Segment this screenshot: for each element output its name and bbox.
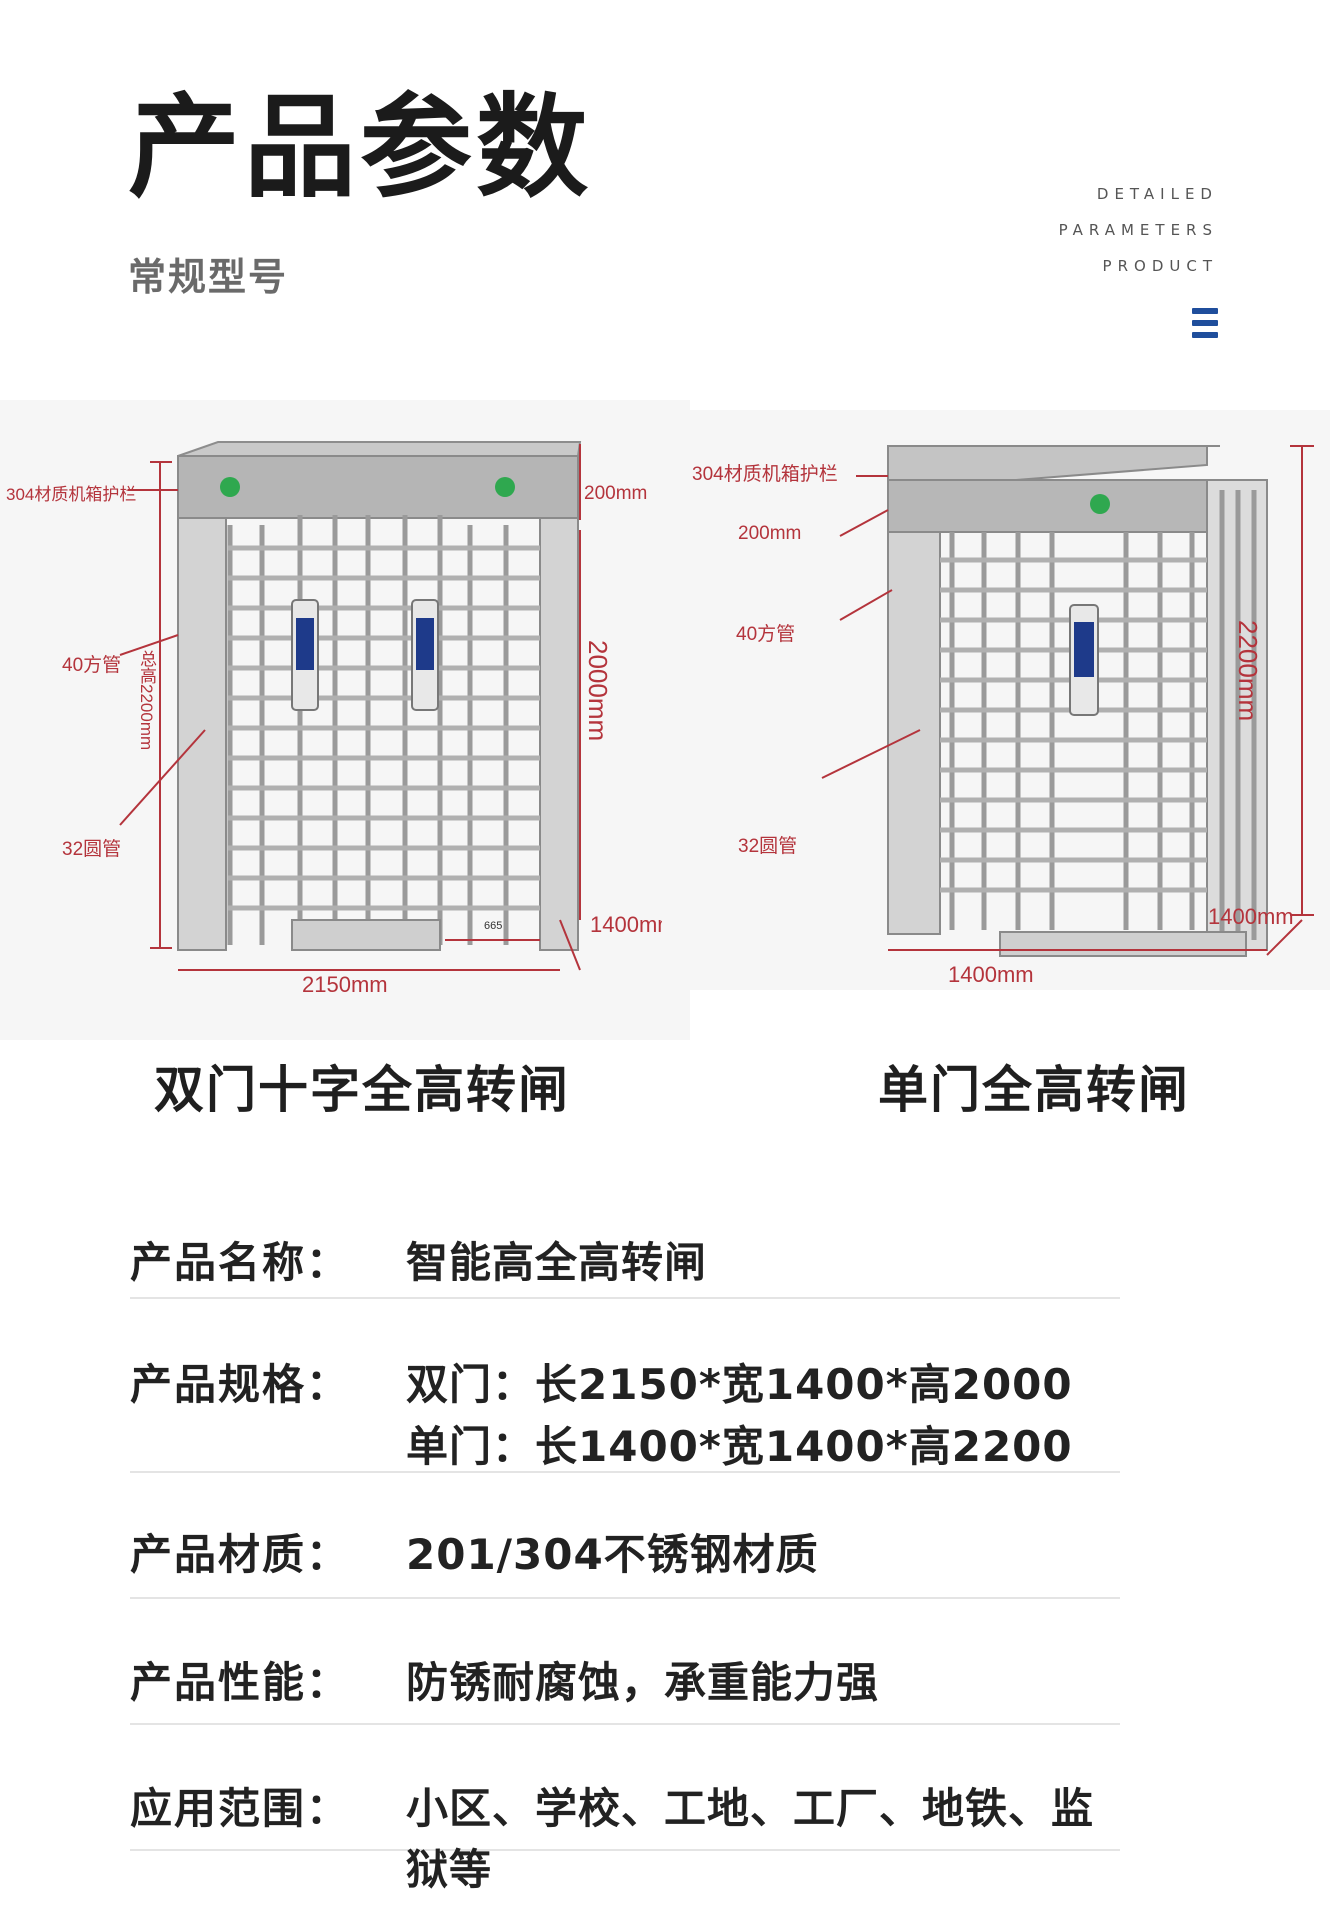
param-row-material: 产品材质： 201/304不锈钢材质 [130, 1473, 1120, 1599]
param-row-application: 应用范围： 小区、学校、工地、工厂、地铁、监狱等 [130, 1725, 1120, 1894]
param-value: 智能高全高转闸 [406, 1238, 708, 1287]
menu-icon [1192, 308, 1218, 342]
single-label-tube32: 32圆管 [738, 836, 798, 857]
double-label-gap: 665 [484, 920, 503, 932]
double-label-tube32: 32圆管 [62, 839, 122, 860]
double-label-width: 2150mm [302, 972, 388, 997]
single-label-top-height: 200mm [738, 523, 802, 544]
param-label: 产品材质： [130, 1530, 351, 1579]
en-line-2: PARAMETERS [1058, 221, 1218, 239]
param-row-performance: 产品性能： 防锈耐腐蚀，承重能力强 [130, 1599, 1120, 1725]
double-label-height: 2000mm [583, 640, 613, 742]
param-row-name: 产品名称： 智能高全高转闸 [130, 1205, 1120, 1299]
param-value: 小区、学校、工地、工厂、地铁、监狱等 [406, 1784, 1095, 1894]
double-label-tube40: 40方管 [62, 655, 122, 676]
params-table: 产品名称： 智能高全高转闸 产品规格： 双门：长2150*宽1400*高2000… [130, 1205, 1120, 1894]
double-label-top-height: 200mm [584, 483, 648, 504]
english-heading: DETAILED PARAMETERS PRODUCT [1059, 176, 1218, 284]
en-line-1: DETAILED [1096, 185, 1218, 203]
double-label-total-height: 总高2200mm [137, 650, 156, 751]
single-turnstile-diagram [662, 410, 1330, 990]
single-label-tube40: 40方管 [736, 624, 796, 645]
param-value: 单门：长1400*宽1400*高2200 [406, 1422, 1073, 1471]
en-line-3: PRODUCT [1102, 257, 1218, 275]
param-label: 产品名称： [130, 1238, 351, 1287]
double-label-topbox: 304材质机箱护栏 [6, 485, 137, 504]
double-turnstile-diagram [0, 400, 690, 1040]
page-subtitle: 常规型号 [128, 255, 289, 299]
param-label: 应用范围： [130, 1784, 351, 1833]
single-caption: 单门全高转闸 [878, 1061, 1190, 1119]
single-label-depth: 1400mm [1208, 904, 1294, 929]
double-caption: 双门十字全高转闸 [154, 1061, 570, 1119]
param-value: 防锈耐腐蚀，承重能力强 [406, 1658, 880, 1707]
param-row-spec: 产品规格： 双门：长2150*宽1400*高2000 单门：长1400*宽140… [130, 1299, 1120, 1473]
param-label: 产品规格： [130, 1360, 351, 1409]
single-label-topbox: 304材质机箱护栏 [692, 464, 838, 485]
single-label-width: 1400mm [948, 962, 1034, 987]
param-value: 201/304不锈钢材质 [406, 1530, 819, 1579]
single-label-height: 2200mm [1233, 620, 1263, 722]
page-title: 产品参数 [128, 83, 592, 213]
double-label-depth: 1400mm [590, 912, 676, 937]
param-value: 双门：长2150*宽1400*高2000 [406, 1360, 1073, 1409]
param-label: 产品性能： [130, 1658, 351, 1707]
